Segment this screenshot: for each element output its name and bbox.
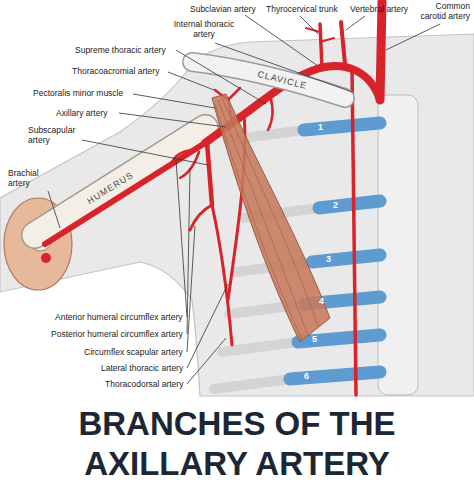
part-label: Pectoralis minor muscle xyxy=(33,88,123,98)
callout-number: 1 xyxy=(318,122,323,132)
part-label: Supreme thoracic artery xyxy=(75,45,166,55)
diagram-title: BRANCHES OF THE AXILLARY ARTERY xyxy=(47,404,427,484)
callout-number: 5 xyxy=(312,334,317,344)
part-label: Circumflex scapular artery xyxy=(84,347,183,357)
part-label: Posterior humeral circumflex artery xyxy=(51,329,183,339)
part-label: Thyrocervical trunk xyxy=(266,4,338,14)
callout-number: 4 xyxy=(319,296,324,306)
part-label: Thoracoacromial artery xyxy=(72,66,159,76)
part-label: Lateral thoracic artery xyxy=(101,363,183,373)
part-label: Anterior humeral circumflex artery xyxy=(55,312,183,322)
part-label: Axillary artery xyxy=(56,108,107,118)
part-label: Subscapular artery xyxy=(28,125,84,145)
part-label: Common carotid artery xyxy=(410,1,470,21)
part-label: Thoracodorsal artery xyxy=(105,379,183,389)
callout-number: 2 xyxy=(333,200,338,210)
callout-number: 6 xyxy=(304,371,309,381)
part-label: Subclavian artery xyxy=(190,4,256,14)
part-label: Internal thoracic artery xyxy=(168,19,240,39)
part-label: Brachial artery xyxy=(8,168,50,188)
callout-number: 3 xyxy=(326,254,331,264)
part-label: Vertebral artery xyxy=(350,4,408,14)
